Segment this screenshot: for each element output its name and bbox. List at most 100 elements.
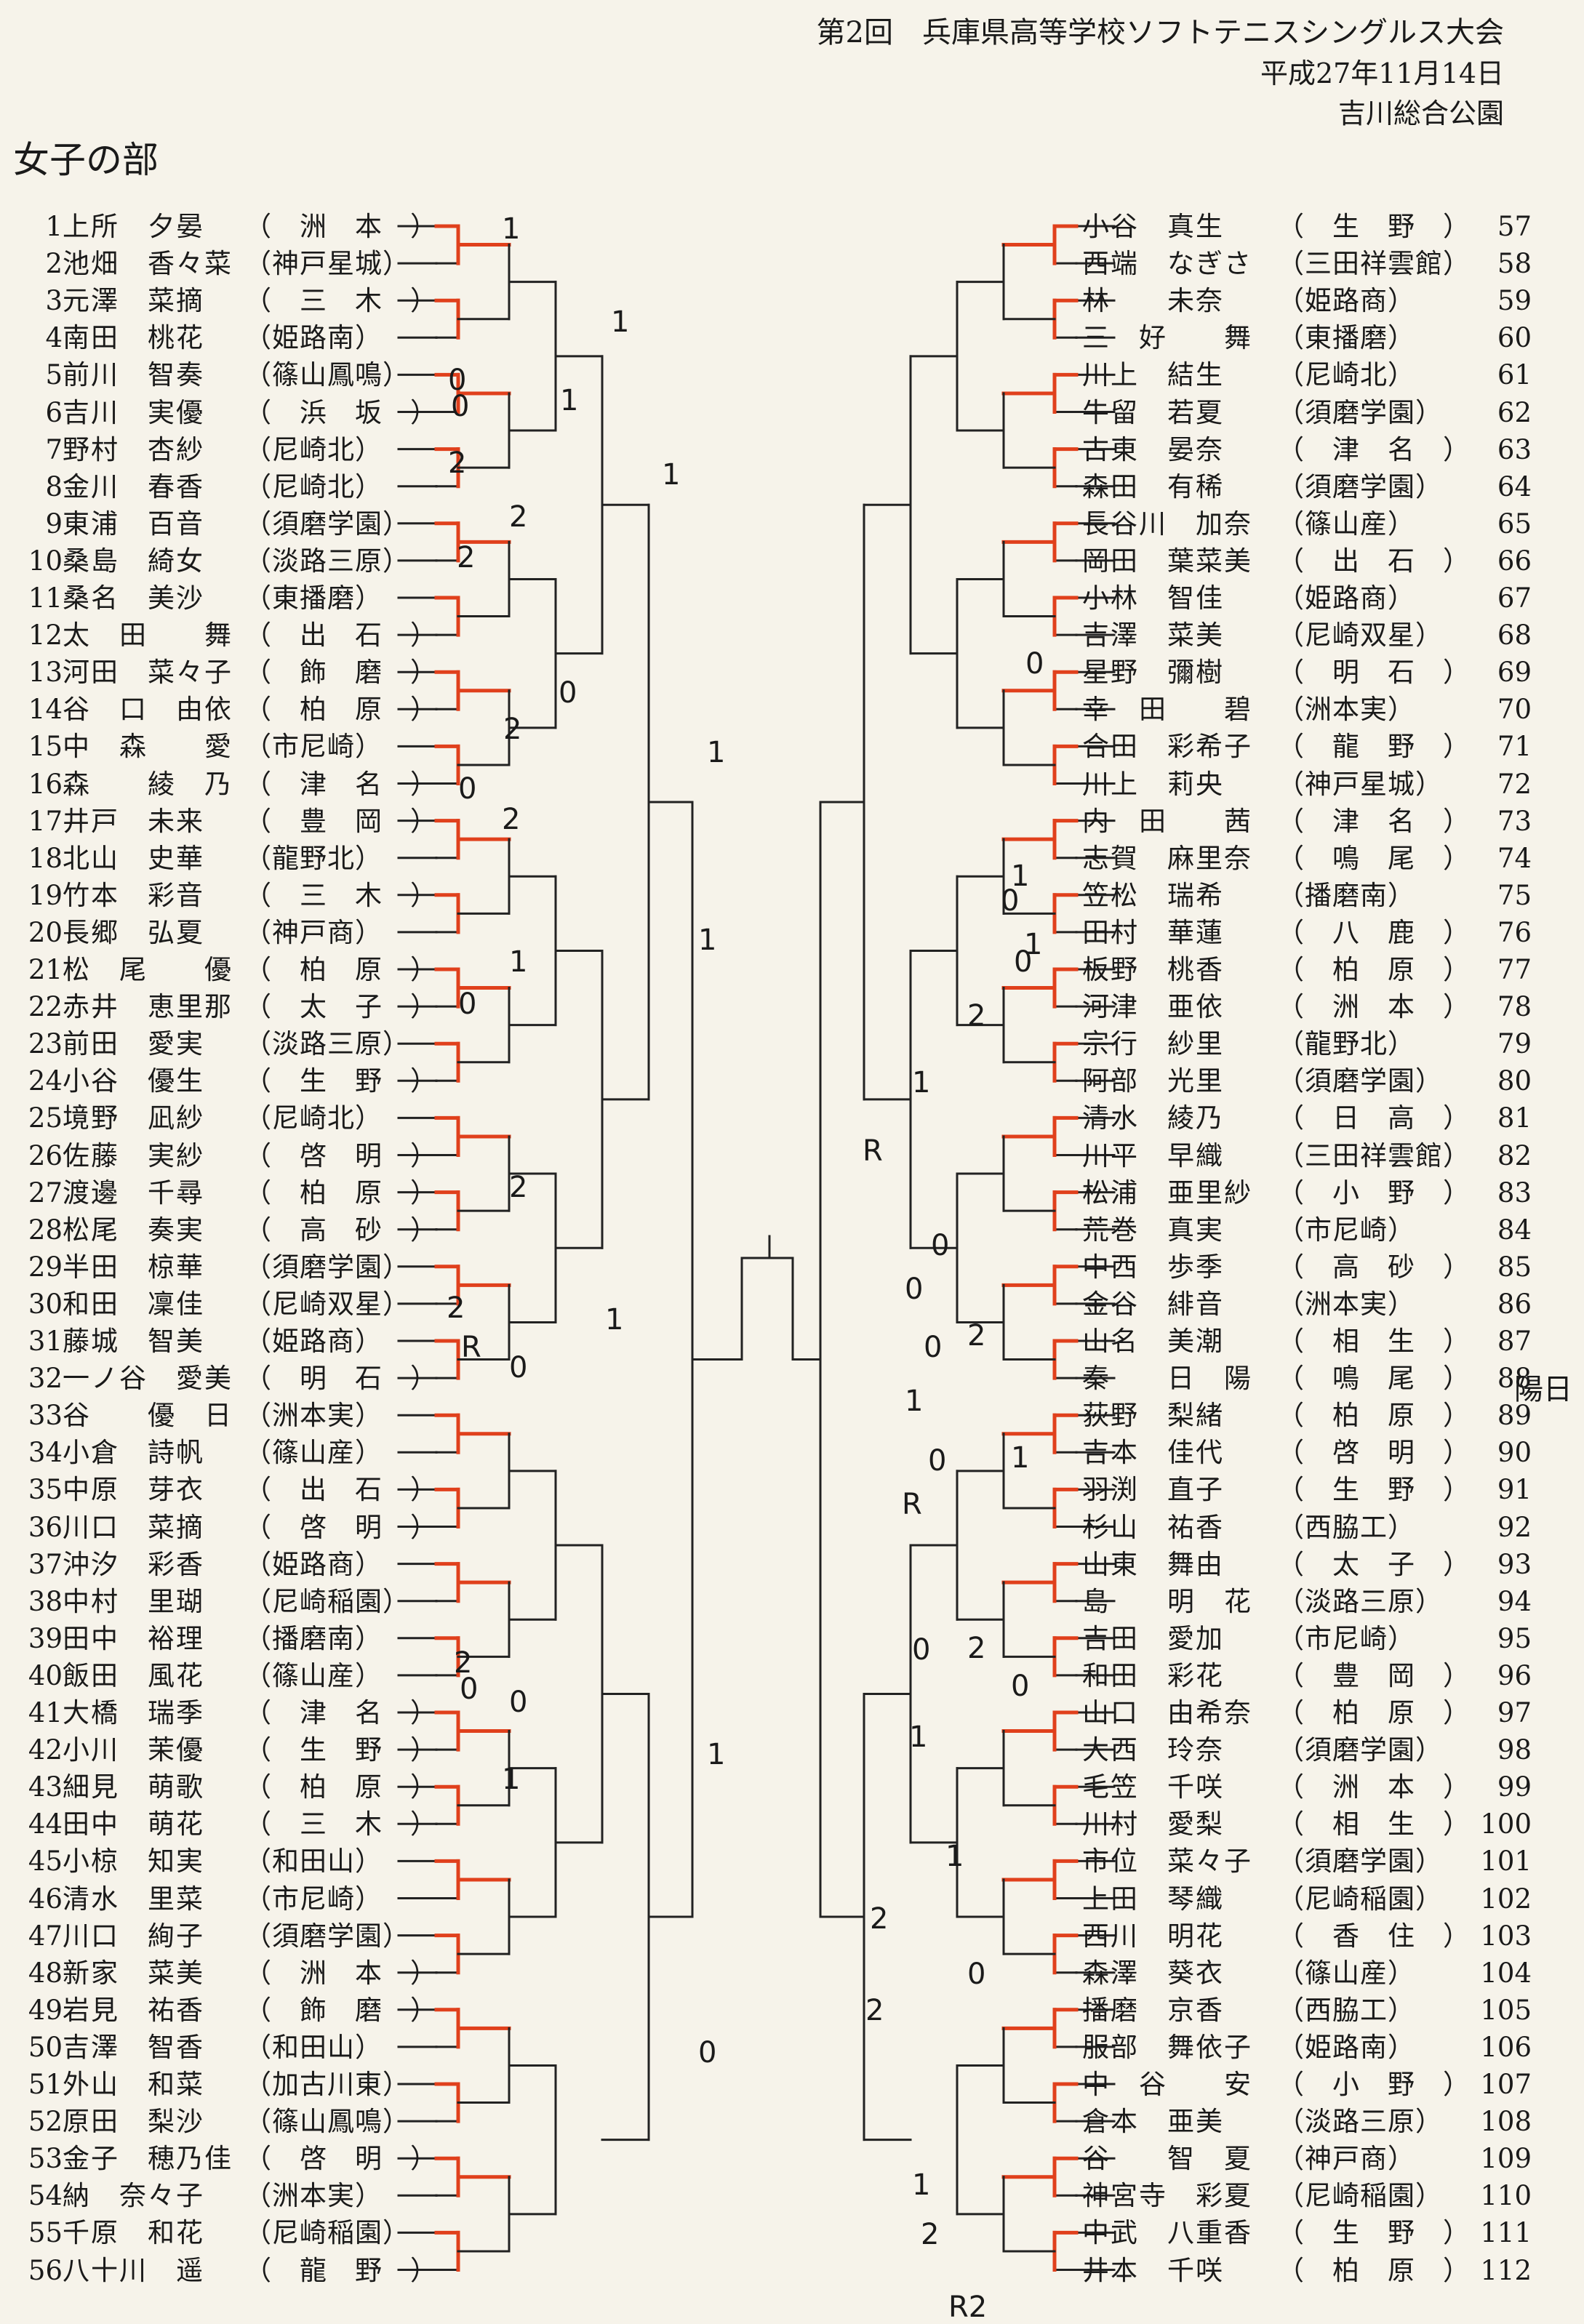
player-name: 一ノ谷 愛美 xyxy=(63,1363,233,1395)
player-number: 103 xyxy=(1480,1920,1532,1952)
player-name: 金谷 緋音 xyxy=(1082,1288,1224,1320)
player-school: （ 明 石 ） xyxy=(1277,657,1471,689)
player-name: 中 森 愛 xyxy=(63,731,233,763)
player-name: 和田 凜佳 xyxy=(63,1288,204,1320)
player-row: 2池畑 香々菜（神戸星城） xyxy=(22,245,410,282)
player-school: （姫路商） xyxy=(244,1548,383,1580)
player-name: 荻野 梨緒 xyxy=(1082,1400,1224,1432)
player-number: 50 xyxy=(28,2031,63,2063)
player-row: 16森 綾 乃（ 津 名 ） xyxy=(22,766,438,803)
player-row: 35中原 芽衣（ 出 石 ） xyxy=(22,1471,438,1508)
player-name: 山口 由希奈 xyxy=(1082,1697,1252,1728)
score-mark: 1 xyxy=(707,1738,726,1771)
player-school: （ 柏 原 ） xyxy=(1277,2254,1471,2286)
player-name: 納 奈々子 xyxy=(63,2180,204,2212)
player-number: 75 xyxy=(1497,879,1532,911)
player-number: 21 xyxy=(28,954,63,985)
player-row: 中 谷 安（ 小 野 ）107 xyxy=(1082,2066,1532,2103)
player-number: 31 xyxy=(28,1326,63,1357)
player-row: 43細見 萌歌（ 柏 原 ） xyxy=(22,1768,438,1806)
player-number: 67 xyxy=(1497,582,1532,614)
player-number: 69 xyxy=(1497,657,1532,689)
player-name: 幸 田 碧 xyxy=(1082,694,1252,726)
player-row: 和田 彩花（ 豊 岡 ）96 xyxy=(1082,1657,1532,1694)
player-row: 4南田 桃花（姫路南） xyxy=(22,319,383,356)
player-school: （市尼崎） xyxy=(244,1883,383,1915)
score-mark: 0 xyxy=(448,364,467,397)
player-number: 77 xyxy=(1497,954,1532,985)
player-school: （淡路三原） xyxy=(244,1028,410,1060)
player-name: 小川 茉優 xyxy=(63,1734,204,1766)
player-row: 上田 琴織（尼崎稲園）102 xyxy=(1082,1880,1532,1918)
player-row: 24小谷 優生（ 生 野 ） xyxy=(22,1062,438,1099)
player-name: 川村 愛梨 xyxy=(1082,1808,1224,1840)
player-name: 田中 萌花 xyxy=(63,1808,204,1840)
player-name: 小谷 優生 xyxy=(63,1065,204,1097)
player-school: （ 啓 明 ） xyxy=(1277,1437,1471,1469)
player-row: 倉本 亜美（淡路三原）108 xyxy=(1082,2103,1532,2140)
player-school: （市尼崎） xyxy=(1277,1622,1415,1654)
player-number: 76 xyxy=(1497,916,1532,948)
player-row: 内 田 茜（ 津 名 ）73 xyxy=(1082,803,1532,840)
player-number: 47 xyxy=(28,1920,63,1952)
player-row: 31藤城 智美（姫路商） xyxy=(22,1323,383,1360)
score-mark: 1 xyxy=(502,212,521,246)
player-name: 中武 八重香 xyxy=(1082,2217,1252,2249)
player-school: （篠山産） xyxy=(244,1659,383,1691)
player-school: （尼崎稲園） xyxy=(1277,1883,1443,1915)
player-number: 110 xyxy=(1480,2180,1532,2212)
player-row: 49岩見 祐香（ 飾 磨 ） xyxy=(22,1992,438,2029)
player-number: 16 xyxy=(28,768,63,800)
player-name: 前田 愛実 xyxy=(63,1028,204,1060)
player-school: （ 太 子 ） xyxy=(244,991,438,1023)
score-mark: 1 xyxy=(912,2168,931,2202)
player-name: 合田 彩希子 xyxy=(1082,731,1252,763)
player-school: （三田祥雲館） xyxy=(1277,1139,1471,1171)
player-row: 吉澤 菜美（尼崎双星）68 xyxy=(1082,617,1532,654)
score-mark: 1 xyxy=(1024,928,1043,961)
player-name: 谷 優 日 xyxy=(63,1400,233,1432)
player-row: 清水 綾乃（ 日 高 ）81 xyxy=(1082,1099,1532,1137)
player-row: 22赤井 恵里那（ 太 子 ） xyxy=(22,988,438,1025)
player-number: 34 xyxy=(28,1437,63,1469)
player-school: （尼崎北） xyxy=(1277,359,1415,391)
player-row: 36川口 菜摘（ 啓 明 ） xyxy=(22,1509,438,1546)
player-name: 吉田 愛加 xyxy=(1082,1622,1224,1654)
player-name: 西端 なぎさ xyxy=(1082,248,1252,280)
player-row: 5前川 智奏（篠山鳳鳴） xyxy=(22,356,410,393)
player-number: 26 xyxy=(28,1139,63,1171)
score-mark: 0 xyxy=(912,1633,931,1667)
score-mark: 0 xyxy=(1014,945,1033,979)
player-number: 62 xyxy=(1497,396,1532,428)
player-school: （東播磨） xyxy=(244,582,383,614)
player-number: 104 xyxy=(1480,1957,1532,1989)
player-school: （ 洲 本 ） xyxy=(244,1957,438,1989)
player-name: 細見 萌歌 xyxy=(63,1771,204,1803)
player-school: （尼崎北） xyxy=(244,433,383,465)
player-school: （神戸星城） xyxy=(244,248,410,280)
player-name: 渡邊 千尋 xyxy=(63,1177,204,1209)
player-number: 63 xyxy=(1497,433,1532,465)
player-school: （ 出 石 ） xyxy=(1277,545,1471,577)
player-row: 井本 千咲（ 柏 原 ）112 xyxy=(1082,2252,1532,2289)
player-number: 14 xyxy=(28,694,63,726)
player-row: 小谷 真生（ 生 野 ）57 xyxy=(1082,208,1532,245)
player-school: （姫路南） xyxy=(1277,2031,1415,2063)
player-number: 68 xyxy=(1497,620,1532,652)
player-number: 9 xyxy=(45,508,63,540)
player-row: 34小倉 詩帆（篠山産） xyxy=(22,1434,383,1471)
player-school: （尼崎北） xyxy=(244,1102,383,1134)
player-number: 24 xyxy=(28,1065,63,1097)
player-name: 毛笠 千咲 xyxy=(1082,1771,1224,1803)
player-number: 19 xyxy=(28,879,63,911)
score-mark: 2 xyxy=(447,1291,465,1325)
player-number: 108 xyxy=(1480,2106,1532,2138)
player-number: 28 xyxy=(28,1214,63,1246)
player-name: 竹本 彩音 xyxy=(63,879,204,911)
player-name: 沖汐 彩香 xyxy=(63,1548,204,1580)
player-row: 48新家 菜美（ 洲 本 ） xyxy=(22,1955,438,1992)
player-number: 78 xyxy=(1497,991,1532,1023)
score-mark: 0 xyxy=(458,987,477,1021)
player-school: （姫路商） xyxy=(1277,285,1415,317)
player-name: 南田 桃花 xyxy=(63,322,204,354)
